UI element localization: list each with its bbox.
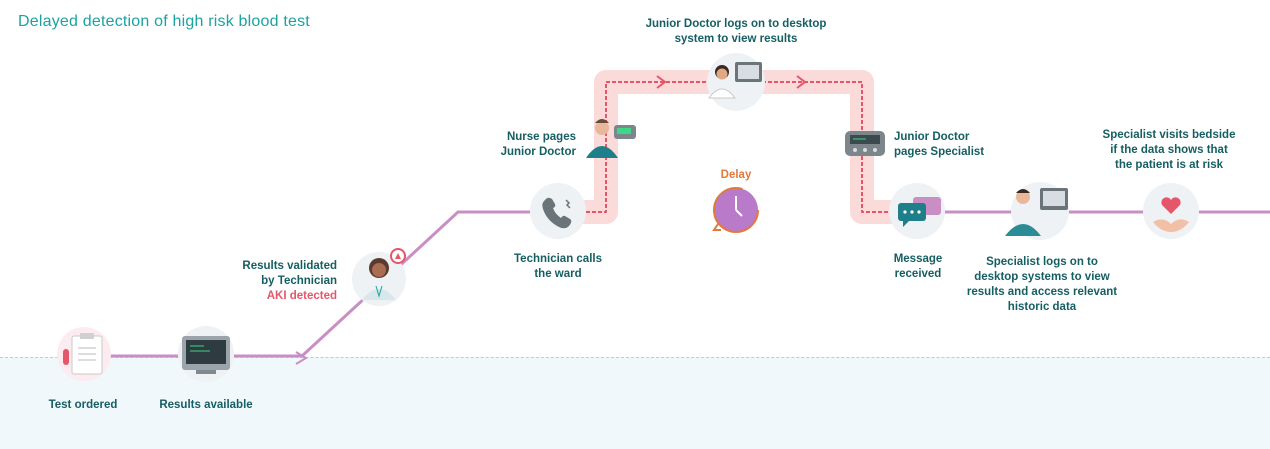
technician-avatar-icon [352, 252, 406, 306]
heart-in-hand-icon [1143, 183, 1199, 239]
label-specialist-logs: Specialist logs on to desktop systems to… [966, 256, 1118, 313]
nurse-avatar-icon [586, 119, 618, 158]
phone-icon [530, 183, 586, 239]
clipboard-icon [57, 327, 111, 381]
clock-icon [712, 187, 759, 233]
junior-doctor-desktop-icon [707, 53, 765, 111]
label-technician-calls: Technician calls the ward [514, 253, 602, 280]
label-test-ordered: Test ordered [48, 399, 118, 411]
aki-detected-label: AKI detected [266, 290, 337, 302]
label-results-available: Results available [159, 399, 253, 411]
label-message-received: Message received [893, 253, 943, 280]
pager-icon [614, 125, 636, 139]
monitor-icon [178, 326, 234, 382]
message-bubbles-icon [889, 183, 945, 239]
specialist-desktop-icon [1005, 182, 1069, 240]
label-nurse-pages: Nurse pages Junior Doctor [500, 131, 576, 158]
delay-arrow-1 [656, 75, 667, 89]
delay-arrow-2 [796, 75, 807, 89]
label-delay: Delay [720, 169, 752, 181]
pager-icon [845, 131, 885, 156]
label-specialist-visits: Specialist visits bedside if the data sh… [1102, 129, 1236, 171]
page-title: Delayed detection of high risk blood tes… [18, 13, 310, 30]
label-junior-doctor-logs: Junior Doctor logs on to desktop system … [645, 18, 827, 45]
warning-icon [390, 248, 406, 264]
flow-junction-arrow [295, 351, 308, 365]
label-junior-pages-specialist: Junior Doctor pages Specialist [894, 131, 985, 158]
label-results-validated: Results validated by Technician AKI dete… [242, 260, 337, 302]
